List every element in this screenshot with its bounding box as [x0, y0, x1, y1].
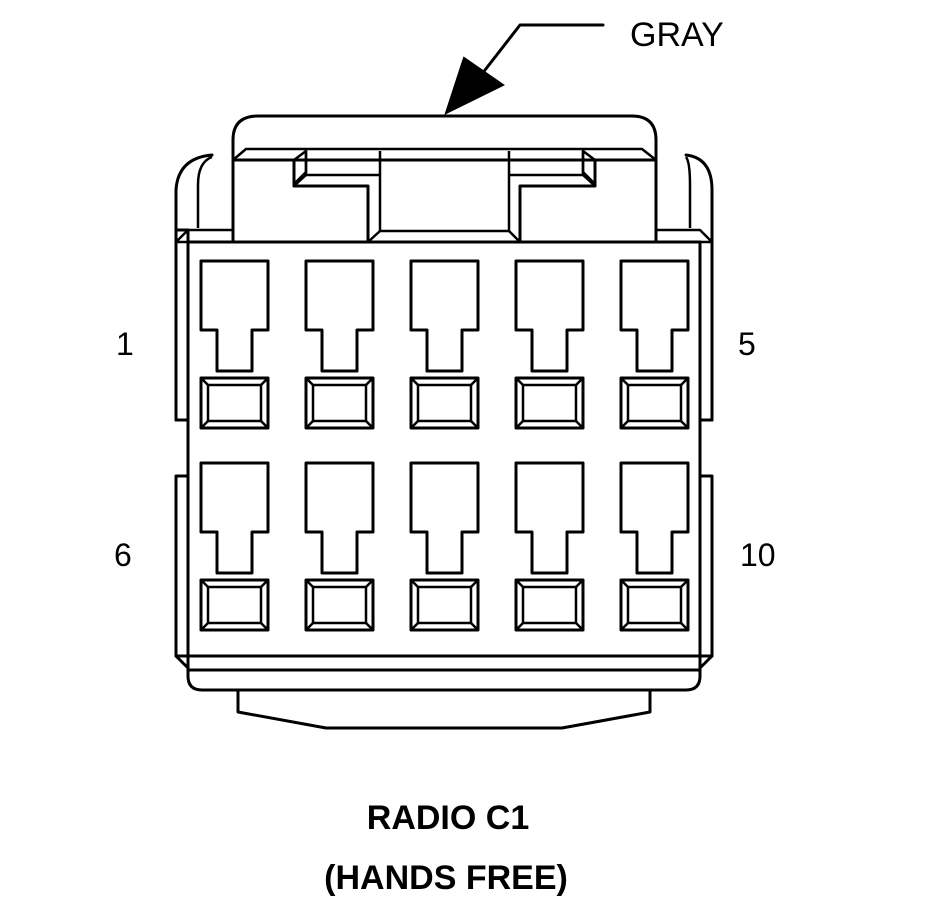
pin-label-10: 10: [740, 537, 776, 573]
lock-window-inner: [416, 383, 473, 423]
bevel-line: [680, 420, 689, 429]
pin-label-5: 5: [738, 326, 756, 362]
bevel-line: [470, 579, 479, 588]
lock-window-outer: [409, 578, 480, 632]
cavity-7: [304, 461, 375, 632]
lock-window-inner: [626, 585, 683, 625]
bevel-line: [260, 579, 269, 588]
bevel-line: [305, 420, 314, 429]
bevel-line: [200, 622, 209, 631]
lock-window-outer: [619, 376, 690, 430]
pin-label-1: 1: [116, 326, 134, 362]
bevel-line: [260, 622, 269, 631]
bevel-line: [305, 377, 314, 386]
cavity-1: [199, 259, 270, 430]
terminal-outline: [199, 461, 270, 575]
bevel-line: [305, 622, 314, 631]
lock-window-outer: [514, 376, 585, 430]
bevel-line: [575, 377, 584, 386]
bevel-line: [620, 579, 629, 588]
lock-window-inner: [206, 585, 263, 625]
bevel-line: [365, 377, 374, 386]
bevel-line: [200, 579, 209, 588]
bevel-line: [515, 622, 524, 631]
cavity-8: [409, 461, 480, 632]
terminal-outline: [409, 461, 480, 575]
cavity-9: [514, 461, 585, 632]
bevel-line: [680, 579, 689, 588]
lock-window-outer: [199, 376, 270, 430]
bevel-line: [620, 622, 629, 631]
bevel-line: [470, 377, 479, 386]
bevel-line: [365, 420, 374, 429]
lock-window-inner: [626, 383, 683, 423]
bevel-line: [470, 420, 479, 429]
connector-hood: [231, 114, 658, 162]
bevel-line: [365, 622, 374, 631]
bevel-line: [515, 420, 524, 429]
bevel-line: [305, 579, 314, 588]
terminal-outline: [619, 461, 690, 575]
terminal-outline: [514, 259, 585, 373]
bevel-line: [410, 579, 419, 588]
bevel-line: [575, 622, 584, 631]
bevel-line: [680, 377, 689, 386]
cavity-6: [199, 461, 270, 632]
lock-window-outer: [514, 578, 585, 632]
connector-latch: [292, 149, 597, 244]
bevel-line: [200, 420, 209, 429]
bevel-line: [680, 622, 689, 631]
bevel-line: [365, 579, 374, 588]
cavity-grid: [199, 259, 690, 632]
cavity-5: [619, 259, 690, 430]
connector-body: [174, 240, 714, 730]
callout-leader: [444, 23, 605, 115]
bevel-line: [410, 420, 419, 429]
pin-label-6: 6: [114, 537, 132, 573]
lock-window-outer: [619, 578, 690, 632]
terminal-outline: [304, 259, 375, 373]
terminal-outline: [619, 259, 690, 373]
bevel-line: [260, 420, 269, 429]
cavity-4: [514, 259, 585, 430]
bevel-line: [470, 622, 479, 631]
terminal-outline: [409, 259, 480, 373]
callout-label: GRAY: [630, 16, 724, 54]
terminal-outline: [199, 259, 270, 373]
bevel-line: [575, 579, 584, 588]
lock-window-inner: [521, 383, 578, 423]
bevel-line: [620, 420, 629, 429]
lock-window-outer: [199, 578, 270, 632]
cavity-2: [304, 259, 375, 430]
side-lock-right: [231, 153, 714, 422]
bevel-line: [620, 377, 629, 386]
lock-window-outer: [409, 376, 480, 430]
bevel-line: [410, 622, 419, 631]
bevel-line: [515, 579, 524, 588]
bevel-line: [260, 377, 269, 386]
bevel-line: [410, 377, 419, 386]
bevel-line: [515, 377, 524, 386]
lock-window-inner: [311, 585, 368, 625]
bevel-line: [200, 377, 209, 386]
lock-window-inner: [521, 585, 578, 625]
caption-subtitle: (HANDS FREE): [324, 859, 568, 897]
caption-title: RADIO C1: [367, 799, 529, 837]
lock-window-outer: [304, 578, 375, 632]
terminal-outline: [304, 461, 375, 575]
terminal-outline: [514, 461, 585, 575]
lock-window-inner: [206, 383, 263, 423]
cavity-10: [619, 461, 690, 632]
bevel-line: [575, 420, 584, 429]
lock-window-outer: [304, 376, 375, 430]
cavity-3: [409, 259, 480, 430]
lock-window-inner: [416, 585, 473, 625]
callout-arrow-icon: [444, 56, 505, 115]
lock-window-inner: [311, 383, 368, 423]
